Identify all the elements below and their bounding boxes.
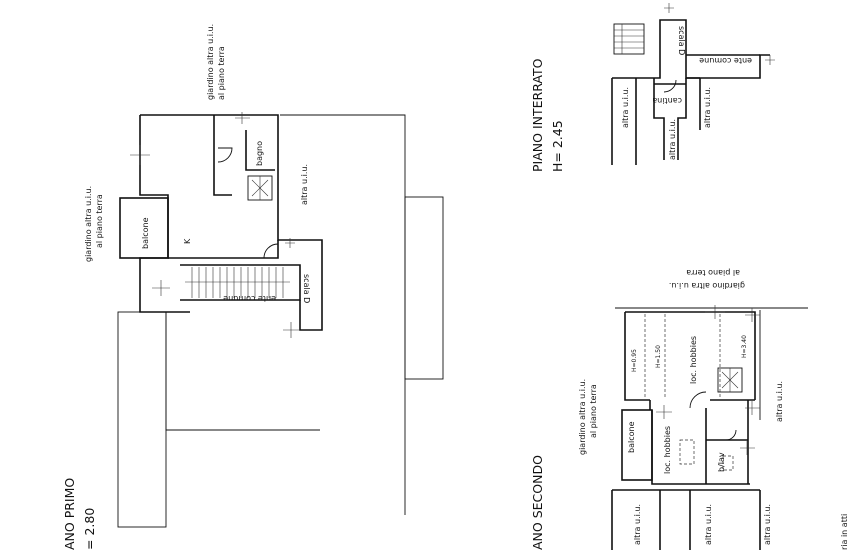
- label-giardino-left-2: al piano terra: [95, 194, 104, 248]
- interrato-cantina-left: [653, 78, 665, 160]
- stair-primo: [185, 267, 290, 298]
- label-interrato-altra-2: altra u.i.u.: [668, 119, 677, 160]
- label-blav: b/lav: [717, 452, 726, 472]
- door-arc-kitchen: [263, 243, 279, 259]
- label-secondo-altra-bottom-2: altra u.i.u.: [704, 504, 713, 545]
- outline-left-block: [117, 311, 167, 528]
- balcone-wall: [119, 197, 169, 259]
- window-mark: [285, 238, 295, 248]
- kitchen-wall: [168, 240, 279, 259]
- stair-wall: [180, 264, 301, 301]
- apartment-outer-wall: [140, 114, 300, 241]
- secondo-hobbies-wall: [651, 410, 750, 485]
- door-arc-bagno: [217, 147, 233, 163]
- interrato-cantina-right: [677, 78, 687, 160]
- skylight: [722, 455, 734, 471]
- height-piano-interrato: H= 2.45: [550, 120, 565, 172]
- label-secondo-giardino-left-2: al piano terra: [589, 384, 598, 438]
- label-interrato-ente-comune: ente comune: [699, 56, 752, 65]
- label-secondo-balcone: balcone: [627, 421, 636, 453]
- window-mark: [745, 401, 760, 415]
- window-mark: [283, 322, 300, 338]
- label-secondo-altra-bottom-3: altra u.i.u.: [763, 504, 772, 545]
- secondo-left-wall: [624, 312, 650, 401]
- window-mark: [745, 308, 760, 322]
- label-cantina: cantina: [652, 96, 682, 105]
- window-mark: [152, 280, 170, 296]
- interrato-stair: [613, 23, 645, 55]
- label-secondo-giardino-top-2: giardino altra u.i.u.: [669, 281, 745, 290]
- secondo-door-arc-blav: [725, 429, 737, 441]
- secondo-door-arc: [689, 391, 707, 409]
- window-mark: [664, 3, 674, 13]
- label-h-095: H=0.95: [631, 349, 638, 372]
- label-loc-hobbies-1: loc. hobbies: [689, 336, 698, 384]
- label-interrato-altra-3: altra u.i.u.: [703, 87, 712, 128]
- height-piano-primo: = 2.80: [82, 508, 97, 550]
- outline-right-wall: [280, 114, 406, 515]
- title-piano-secondo: ANO SECONDO: [530, 455, 545, 550]
- label-secondo-giardino-top-1: al piano terra: [686, 268, 740, 277]
- outline-annex: [404, 196, 444, 380]
- label-h-340: H=3.40: [741, 335, 748, 358]
- label-giardino-top-2: al piano terra: [217, 46, 226, 100]
- bathroom-wall: [245, 130, 275, 171]
- piano-secondo-plan: [611, 305, 808, 550]
- secondo-spiral-treads: [721, 368, 739, 392]
- outline-bottom: [165, 312, 320, 431]
- interrato-door-arc: [663, 79, 677, 93]
- label-altra-uiu: altra u.i.u.: [300, 164, 309, 205]
- window-mark: [705, 305, 725, 319]
- label-giardino-top-1: giardino altra u.i.u.: [206, 24, 215, 100]
- footer-fragment: ria in atti: [840, 514, 849, 550]
- interrato-stair-treads: [614, 24, 644, 54]
- skylight: [679, 439, 695, 465]
- piano-primo-plan: [117, 112, 444, 528]
- label-secondo-giardino-left-1: giardino altra u.i.u.: [578, 379, 587, 455]
- label-kitchen: K: [183, 238, 192, 244]
- label-balcone: balcone: [141, 217, 150, 249]
- label-bagno: bagno: [255, 141, 264, 166]
- secondo-outer-wall: [625, 311, 756, 400]
- label-h-150: H=1.50: [655, 345, 662, 368]
- bathroom-partition: [213, 115, 232, 196]
- piano-interrato-plan: [611, 3, 775, 165]
- label-secondo-altra-right: altra u.i.u.: [775, 381, 784, 422]
- secondo-height-lines: [644, 314, 721, 398]
- spiral-stair-treads: [251, 176, 269, 200]
- label-interrato-scala: scala D: [677, 26, 686, 55]
- scala-wall: [299, 239, 323, 331]
- interrato-corridor: [686, 54, 770, 79]
- title-piano-interrato: PIANO INTERRATO: [530, 58, 545, 172]
- label-giardino-left-1: giardino altra u.i.u.: [84, 186, 93, 262]
- title-piano-primo: ANO PRIMO: [62, 478, 77, 550]
- apartment-left-wall: [139, 115, 190, 313]
- label-ente-comune: ente comune: [223, 294, 276, 303]
- label-secondo-altra-bottom-1: altra u.i.u.: [633, 504, 642, 545]
- label-loc-hobbies-2: loc. hobbies: [663, 426, 672, 474]
- secondo-bottom-units: [611, 489, 761, 550]
- window-mark: [656, 405, 672, 419]
- window-mark: [130, 145, 150, 165]
- label-interrato-altra-1: altra u.i.u.: [621, 87, 630, 128]
- window-mark: [235, 112, 250, 124]
- window-mark: [765, 55, 775, 65]
- label-scala: scala D: [302, 274, 311, 303]
- window-mark: [740, 441, 755, 455]
